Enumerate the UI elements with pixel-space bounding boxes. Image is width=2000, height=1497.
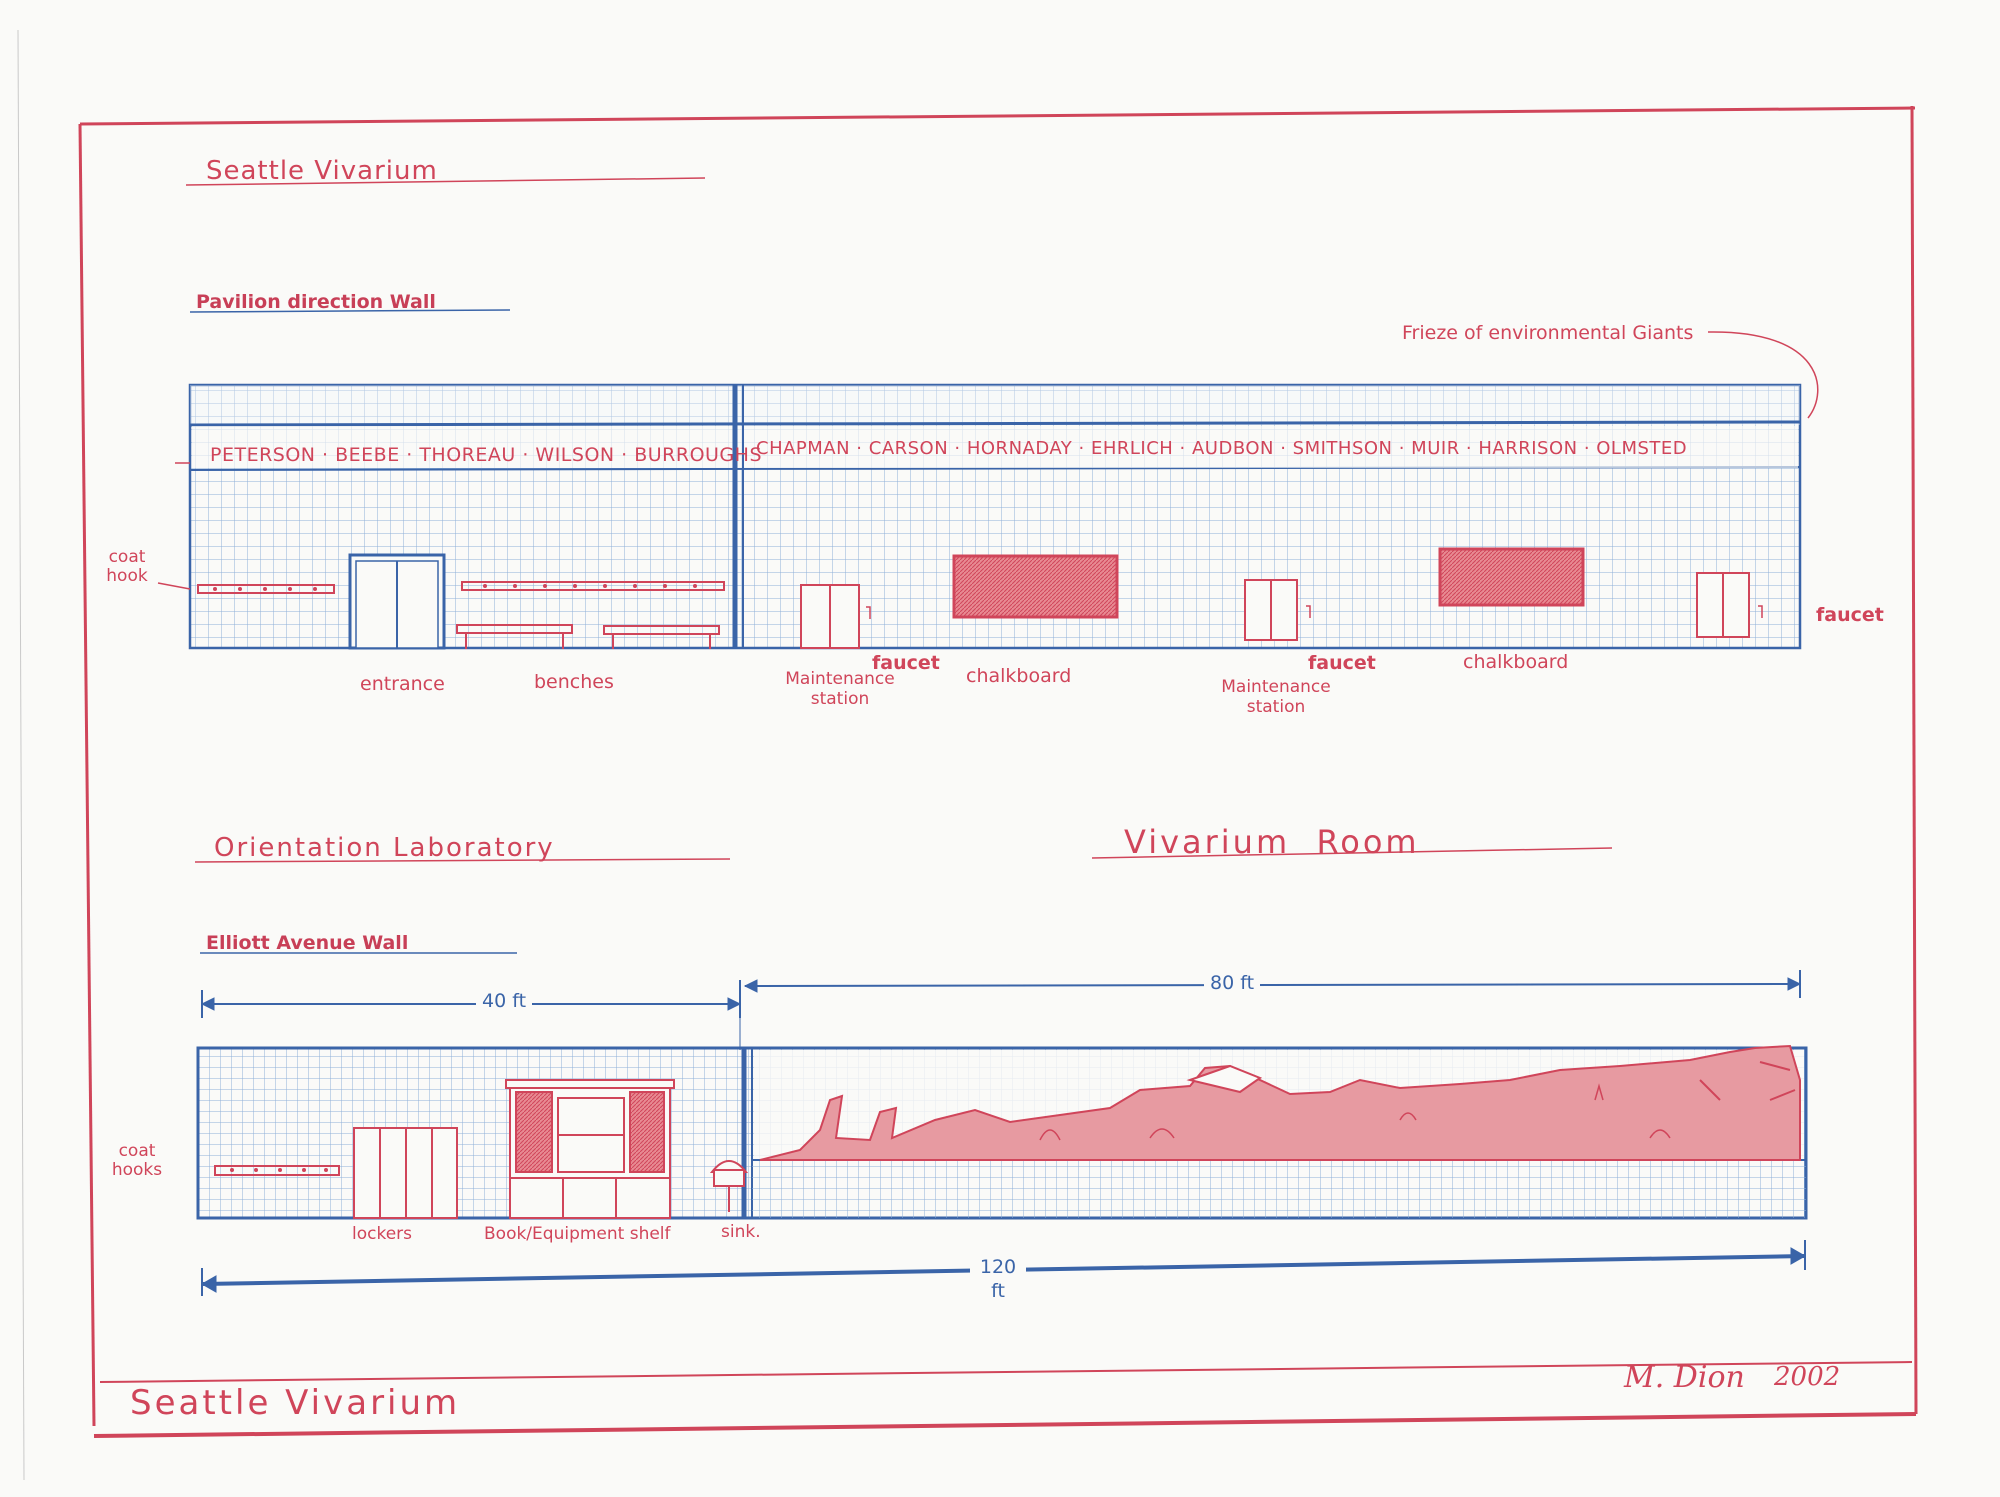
- dim-80ft: 80 ft: [1204, 974, 1261, 993]
- frieze-names-right: CHAPMAN · CARSON · HORNADAY · EHRLICH · …: [756, 438, 1688, 459]
- frieze-label: Frieze of environmental Giants: [1402, 322, 1694, 344]
- footer-title: Seattle Vivarium: [130, 1383, 461, 1423]
- faucet-2-label: faucet: [1308, 652, 1376, 674]
- elliott-wall-label: Elliott Avenue Wall: [206, 932, 409, 954]
- page-frame: [17, 29, 1918, 1481]
- dim-120-unit: ft: [991, 1280, 1005, 1302]
- benches-label: benches: [534, 671, 614, 693]
- title-underline: [185, 177, 706, 186]
- entrance-label: entrance: [360, 673, 445, 695]
- coat-hooks-label: coat hooks: [111, 1141, 163, 1180]
- dim-120-value: 120: [970, 1258, 1026, 1277]
- lockers-label: lockers: [352, 1224, 413, 1244]
- maintenance-station-1-label: Maintenance station: [785, 669, 895, 709]
- sink-label: sink.: [721, 1222, 761, 1242]
- faucet-1-label: faucet: [872, 652, 940, 674]
- maintenance-station-2-label: Maintenance station: [1221, 677, 1331, 717]
- frieze-names-left: PETERSON · BEEBE · THOREAU · WILSON · BU…: [210, 444, 763, 466]
- elliott-wall-elevation: [196, 1044, 1808, 1220]
- vivarium-room-title: Vivarium Room: [1124, 823, 1420, 861]
- section-underlines: [194, 847, 1613, 954]
- artist-signature: M. Dion: [1624, 1360, 1745, 1395]
- dim-40ft: 40 ft: [476, 992, 533, 1011]
- sheet-title: Seattle Vivarium: [206, 156, 438, 186]
- pavilion-wall-elevation: [157, 309, 1819, 650]
- pavilion-wall-label: Pavilion direction Wall: [196, 291, 436, 313]
- orientation-lab-title: Orientation Laboratory: [214, 833, 555, 863]
- signature-year: 2002: [1774, 1362, 1841, 1392]
- chalkboard-1-label: chalkboard: [966, 665, 1072, 687]
- shelf-label: Book/Equipment shelf: [484, 1224, 671, 1244]
- chalkboard-2-label: chalkboard: [1463, 651, 1569, 673]
- coat-hook-label: coat hook: [106, 547, 148, 586]
- faucet-3-label: faucet: [1816, 604, 1884, 626]
- nurse-log: [759, 1044, 1801, 1161]
